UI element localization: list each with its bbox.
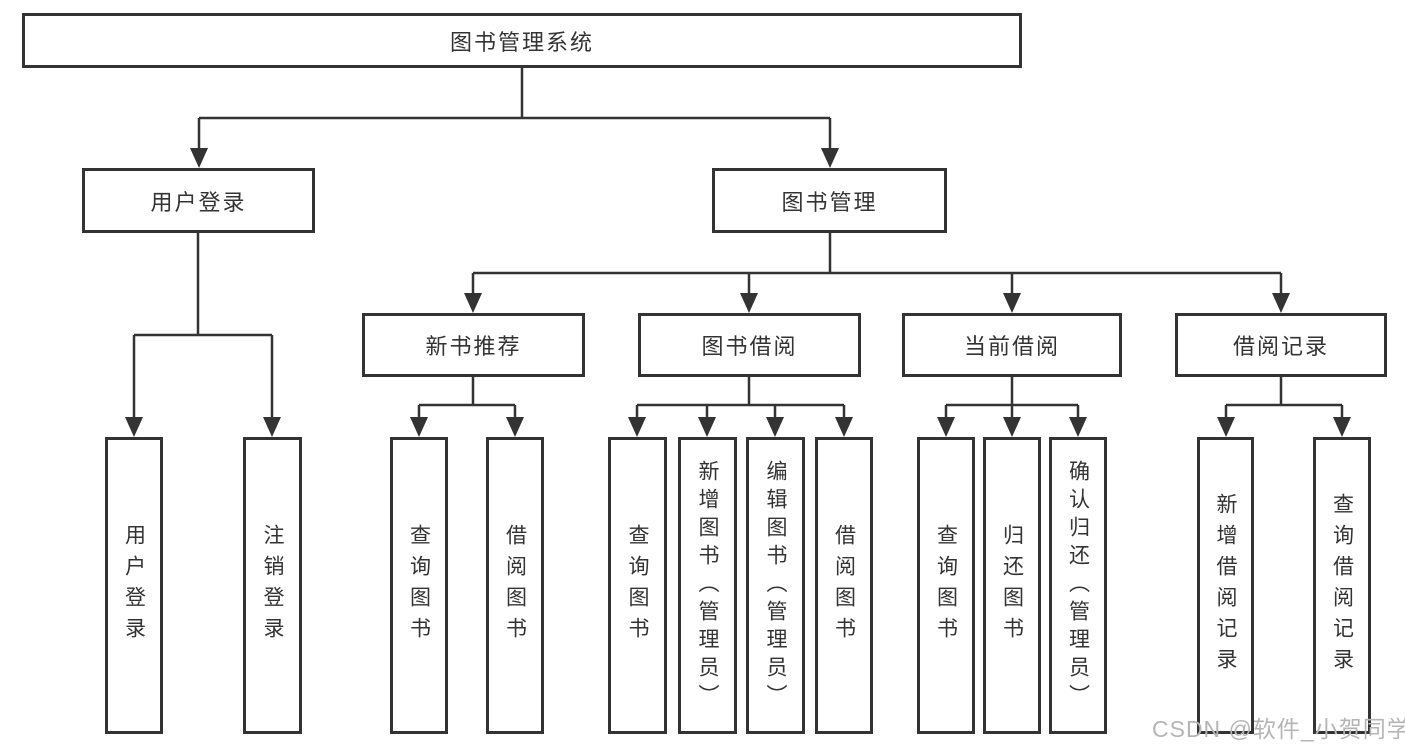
leaf-edit-book-admin: 编辑图书（管理员） (746, 437, 805, 734)
leaf-add-borrow-record: 新增借阅记录 (1197, 437, 1254, 734)
arrow-down-icon (1069, 417, 1087, 437)
leaf-query-books-recommend-label: 查询图书 (407, 523, 431, 648)
leaf-query-borrow-record: 查询借阅记录 (1313, 437, 1371, 734)
arrow-down-icon (1333, 417, 1351, 437)
node-book-borrow-label: 图书借阅 (701, 334, 798, 359)
leaf-logout-label: 注销登录 (261, 523, 284, 648)
leaf-logout: 注销登录 (243, 437, 302, 734)
connector-book-borrow-children (628, 377, 853, 437)
leaf-add-borrow-record-label: 新增借阅记录 (1214, 492, 1237, 679)
leaf-query-books-recommend: 查询图书 (390, 437, 448, 734)
arrow-down-icon (506, 417, 524, 437)
leaf-add-book-admin-label: 新增图书（管理员） (696, 459, 719, 712)
arrow-down-icon (1217, 417, 1235, 437)
node-new-book-recommend: 新书推荐 (362, 313, 585, 377)
node-system-root: 图书管理系统 (22, 13, 1022, 68)
connector-root-to-level2 (190, 68, 839, 168)
leaf-edit-book-admin-label: 编辑图书（管理员） (764, 459, 787, 712)
connector-book-management-sections (464, 233, 1290, 313)
arrow-down-icon (263, 417, 281, 437)
leaf-borrow-books-recommend-label: 借阅图书 (503, 523, 527, 648)
node-borrow-records: 借阅记录 (1175, 313, 1387, 377)
node-borrow-records-label: 借阅记录 (1232, 334, 1329, 359)
arrow-down-icon (1003, 293, 1021, 313)
arrow-down-icon (835, 417, 853, 437)
leaf-user-login-label: 用户登录 (122, 523, 146, 648)
leaf-query-borrow-record-label: 查询借阅记录 (1330, 492, 1354, 679)
arrow-down-icon (1272, 293, 1290, 313)
connector-user-login-children (125, 233, 281, 437)
leaf-borrow-books: 借阅图书 (815, 437, 873, 734)
arrow-down-icon (766, 417, 784, 437)
arrow-down-icon (464, 293, 482, 313)
leaf-query-books-borrow: 查询图书 (608, 437, 667, 734)
arrow-down-icon (937, 417, 955, 437)
leaf-borrow-books-recommend: 借阅图书 (486, 437, 544, 734)
node-current-borrow: 当前借阅 (902, 313, 1122, 377)
connector-new-book-children (410, 377, 524, 437)
arrow-down-icon (190, 148, 208, 168)
node-user-login-label: 用户登录 (150, 189, 247, 215)
leaf-confirm-return-admin: 确认归还（管理员） (1049, 437, 1107, 734)
arrow-down-icon (740, 293, 758, 313)
leaf-return-book-label: 归还图书 (1000, 523, 1024, 648)
node-user-login: 用户登录 (82, 168, 315, 233)
node-book-management-label: 图书管理 (781, 189, 878, 215)
leaf-return-book: 归还图书 (983, 437, 1041, 734)
arrow-down-icon (125, 417, 143, 437)
leaf-query-books-current-label: 查询图书 (934, 523, 958, 648)
arrow-down-icon (821, 148, 839, 168)
leaf-confirm-return-admin-label: 确认归还（管理员） (1066, 459, 1090, 712)
node-new-book-recommend-label: 新书推荐 (425, 334, 522, 359)
leaf-user-login: 用户登录 (105, 437, 163, 734)
arrow-down-icon (410, 417, 428, 437)
leaf-add-book-admin: 新增图书（管理员） (678, 437, 737, 734)
arrow-down-icon (698, 417, 716, 437)
arrow-down-icon (628, 417, 646, 437)
node-book-borrow: 图书借阅 (638, 313, 861, 377)
leaf-query-books-current: 查询图书 (917, 437, 975, 734)
node-book-management: 图书管理 (712, 168, 947, 233)
connector-current-borrow-children (937, 377, 1087, 437)
arrow-down-icon (1003, 417, 1021, 437)
connector-borrow-records-children (1217, 377, 1351, 437)
leaf-query-books-borrow-label: 查询图书 (626, 523, 649, 648)
node-current-borrow-label: 当前借阅 (963, 334, 1060, 359)
leaf-borrow-books-label: 借阅图书 (832, 523, 856, 648)
csdn-watermark: CSDN @软件_小贺同学 (1152, 716, 1405, 742)
node-system-root-label: 图书管理系统 (449, 29, 594, 55)
